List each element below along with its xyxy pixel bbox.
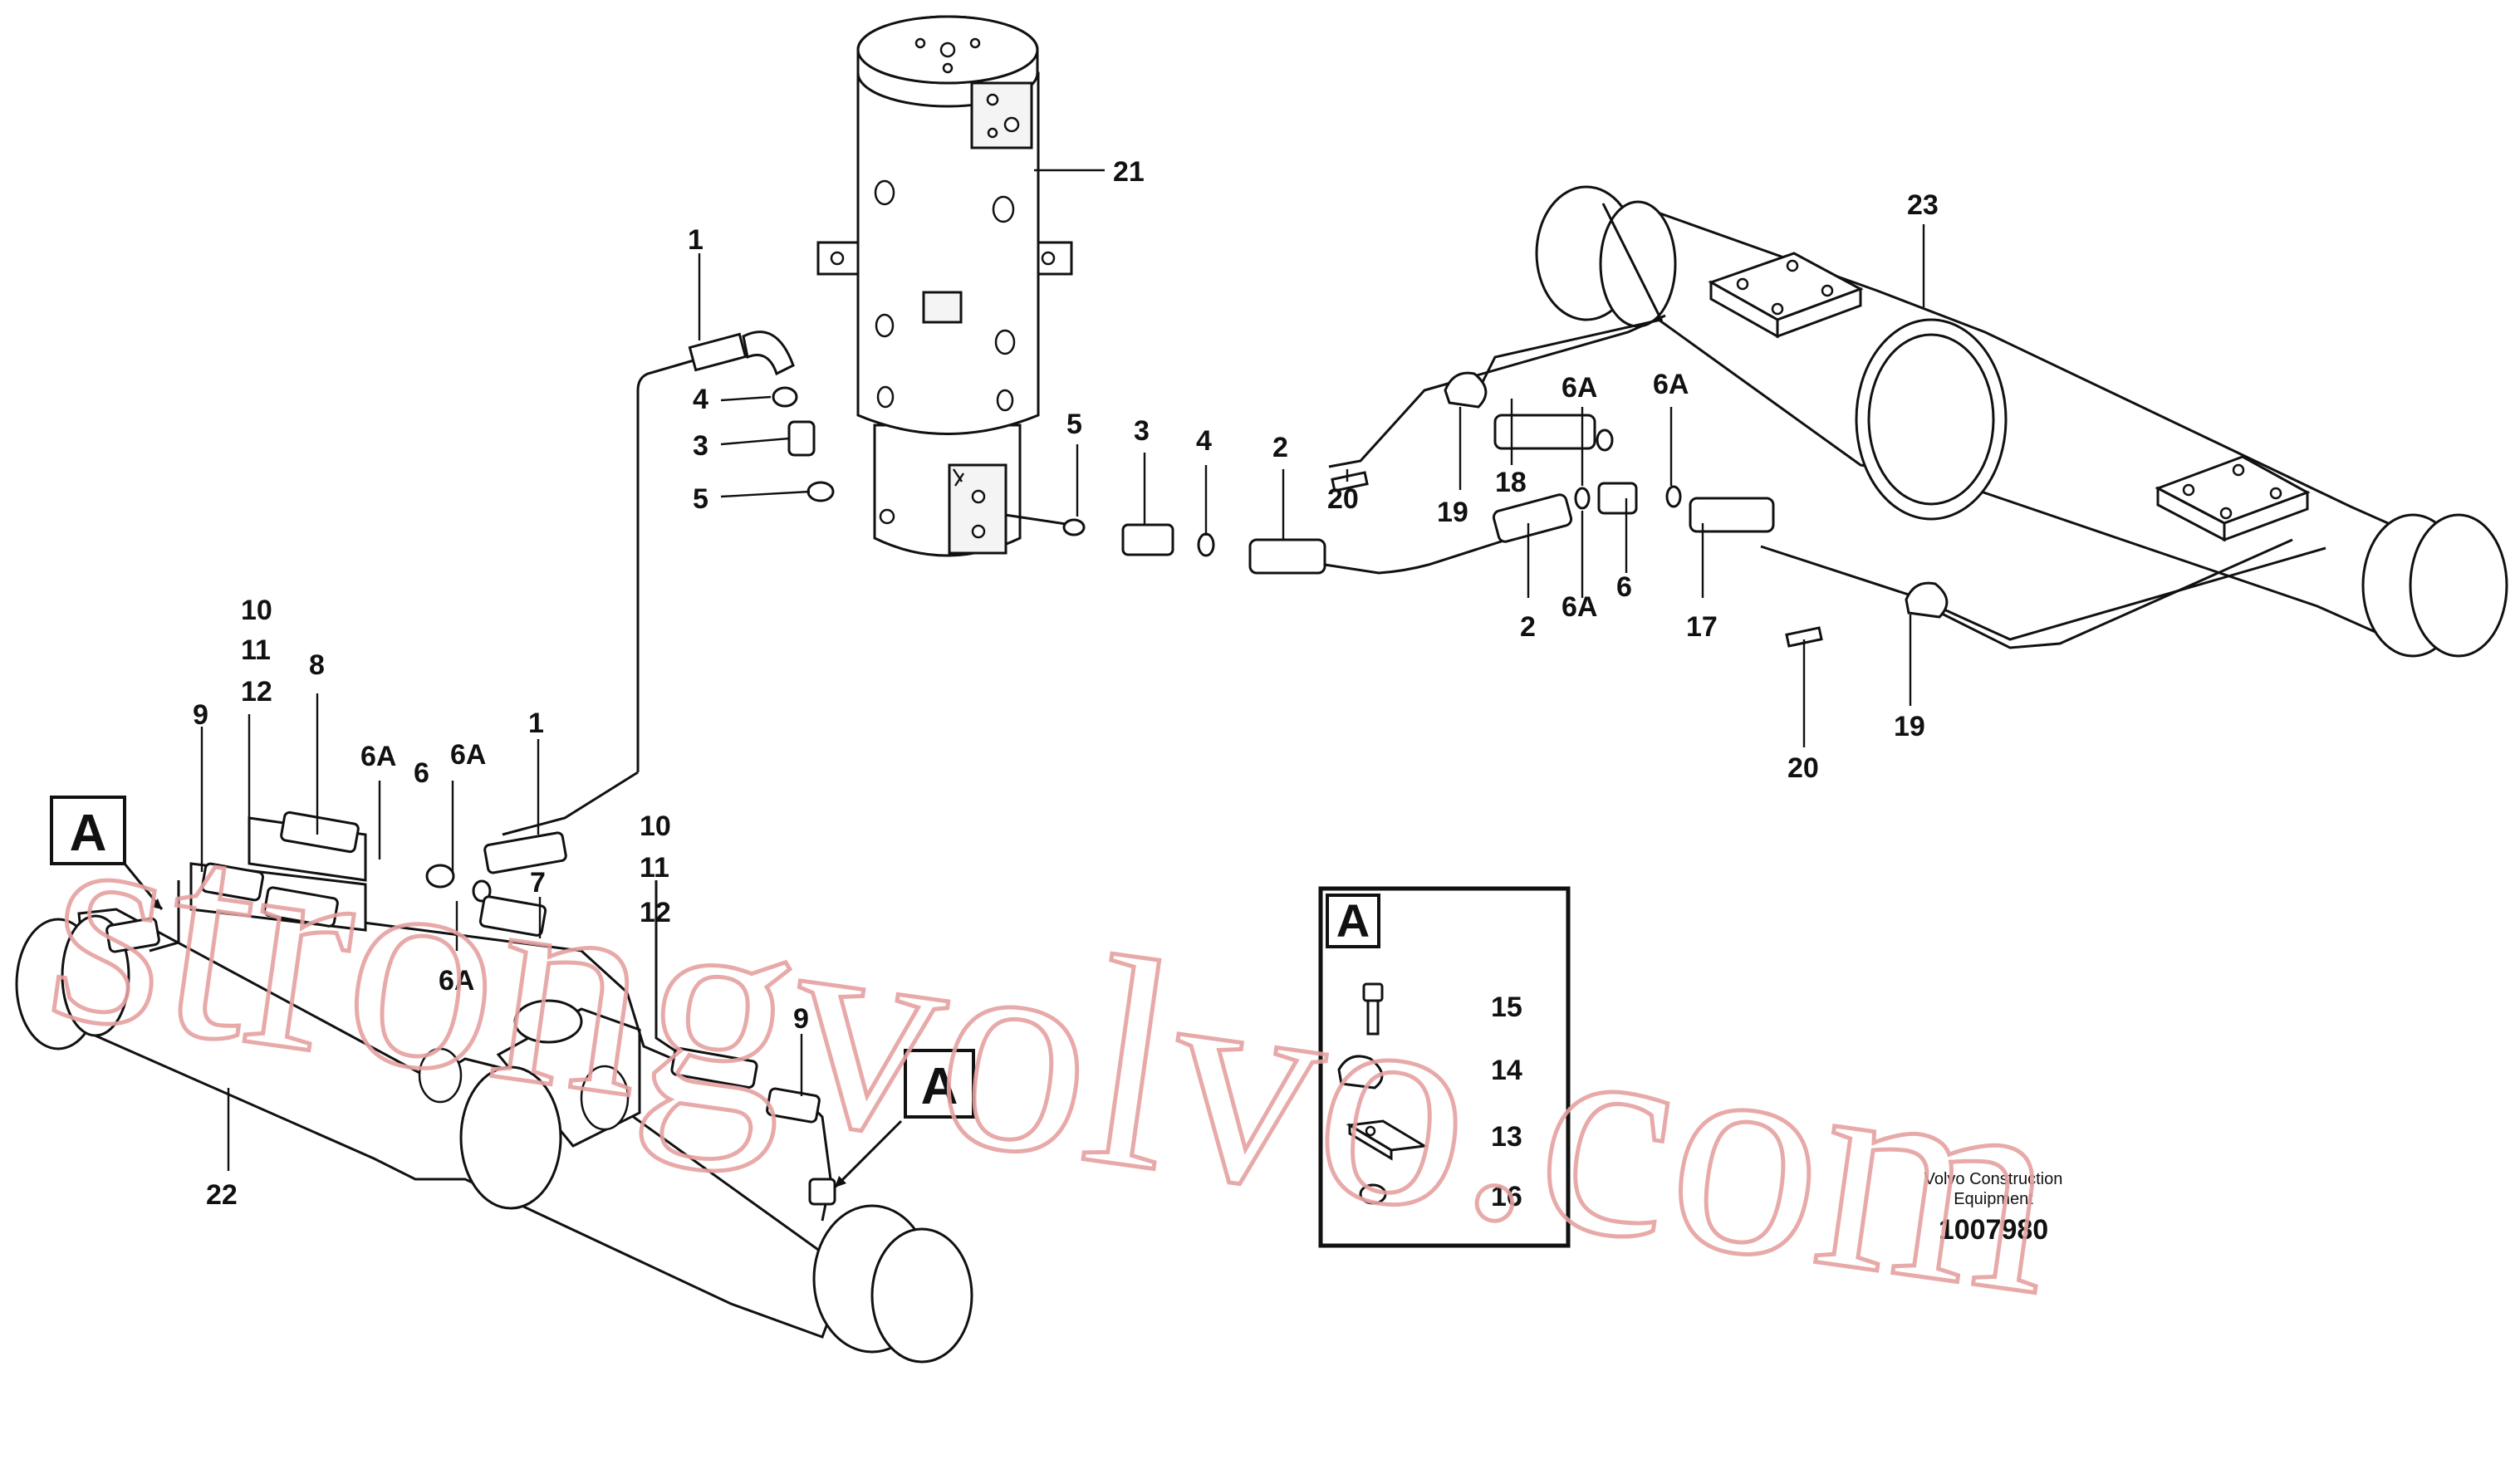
label-11-front: 11 [241,634,271,666]
front-axle [15,908,973,1364]
label-4-mid: 4 [1196,425,1212,457]
watermark: strongvolvo.com [32,748,2076,1358]
label-3-mid: 3 [1134,415,1150,447]
label-20-upper: 20 [1327,483,1359,515]
label-22: 22 [206,1179,238,1211]
label-6a-r2: 6A [1653,369,1689,400]
label-5-top: 5 [693,483,708,515]
label-5-mid: 5 [1066,409,1082,440]
callout-box-mid [904,1049,975,1119]
label-10-mid: 10 [640,810,671,842]
label-20-lower: 20 [1787,752,1819,784]
label-6a-r3: 6A [1562,591,1597,623]
part-labels: 1 4 3 5 21 23 5 3 4 2 6A 6A 20 19 18 2 6… [193,156,1939,1212]
callout-a-mid: A [921,1058,958,1115]
callout-box-left [50,796,126,865]
drawing-number: 1007980 [1939,1214,2048,1246]
label-1-front: 1 [528,708,544,739]
label-8: 8 [309,649,325,681]
label-2-mid: 2 [1272,432,1288,463]
fittings-upper [688,331,1949,648]
label-6a-f3: 6A [439,965,474,997]
label-4-top: 4 [693,384,708,415]
label-1-top: 1 [688,224,704,256]
label-10-front: 10 [241,595,272,626]
label-19-lower: 19 [1894,711,1925,742]
label-13: 13 [1491,1121,1522,1153]
label-6a-f2: 6A [450,739,486,771]
label-7: 7 [530,867,546,899]
label-21: 21 [1113,156,1145,188]
label-2-right: 2 [1520,611,1536,643]
label-12-front: 12 [241,676,272,708]
label-6-right: 6 [1616,571,1632,603]
label-9-mid: 9 [793,1003,809,1035]
company-name-line1: Volvo Construction [1924,1170,2063,1188]
fittings-front [105,810,836,1206]
label-6a-f1: 6A [360,741,396,772]
label-17: 17 [1686,611,1718,643]
label-15: 15 [1491,992,1522,1023]
callout-a-box: A [1336,894,1370,947]
callout-letters: A A A [70,805,1370,1115]
label-18: 18 [1495,467,1527,498]
label-23: 23 [1907,189,1939,221]
label-9-front: 9 [193,699,208,731]
hose-lines [149,203,2326,1222]
label-6a-r1: 6A [1562,372,1597,404]
callout-a-left: A [70,805,107,862]
company-name-line2: Equipment [1954,1190,2033,1208]
label-16: 16 [1491,1181,1522,1212]
detail-inset-a [1318,886,1571,1248]
label-12-mid: 12 [640,897,671,928]
label-19-upper: 19 [1437,497,1468,528]
label-11-mid: 11 [640,852,669,884]
label-14: 14 [1491,1055,1522,1086]
label-3-top: 3 [693,430,708,462]
rear-axle [1535,185,2508,658]
swivel-valve [816,15,1073,557]
leader-lines [123,169,1925,1196]
footer: Volvo Construction Equipment 1007980 [1924,1170,2063,1246]
label-6-front: 6 [414,757,429,789]
